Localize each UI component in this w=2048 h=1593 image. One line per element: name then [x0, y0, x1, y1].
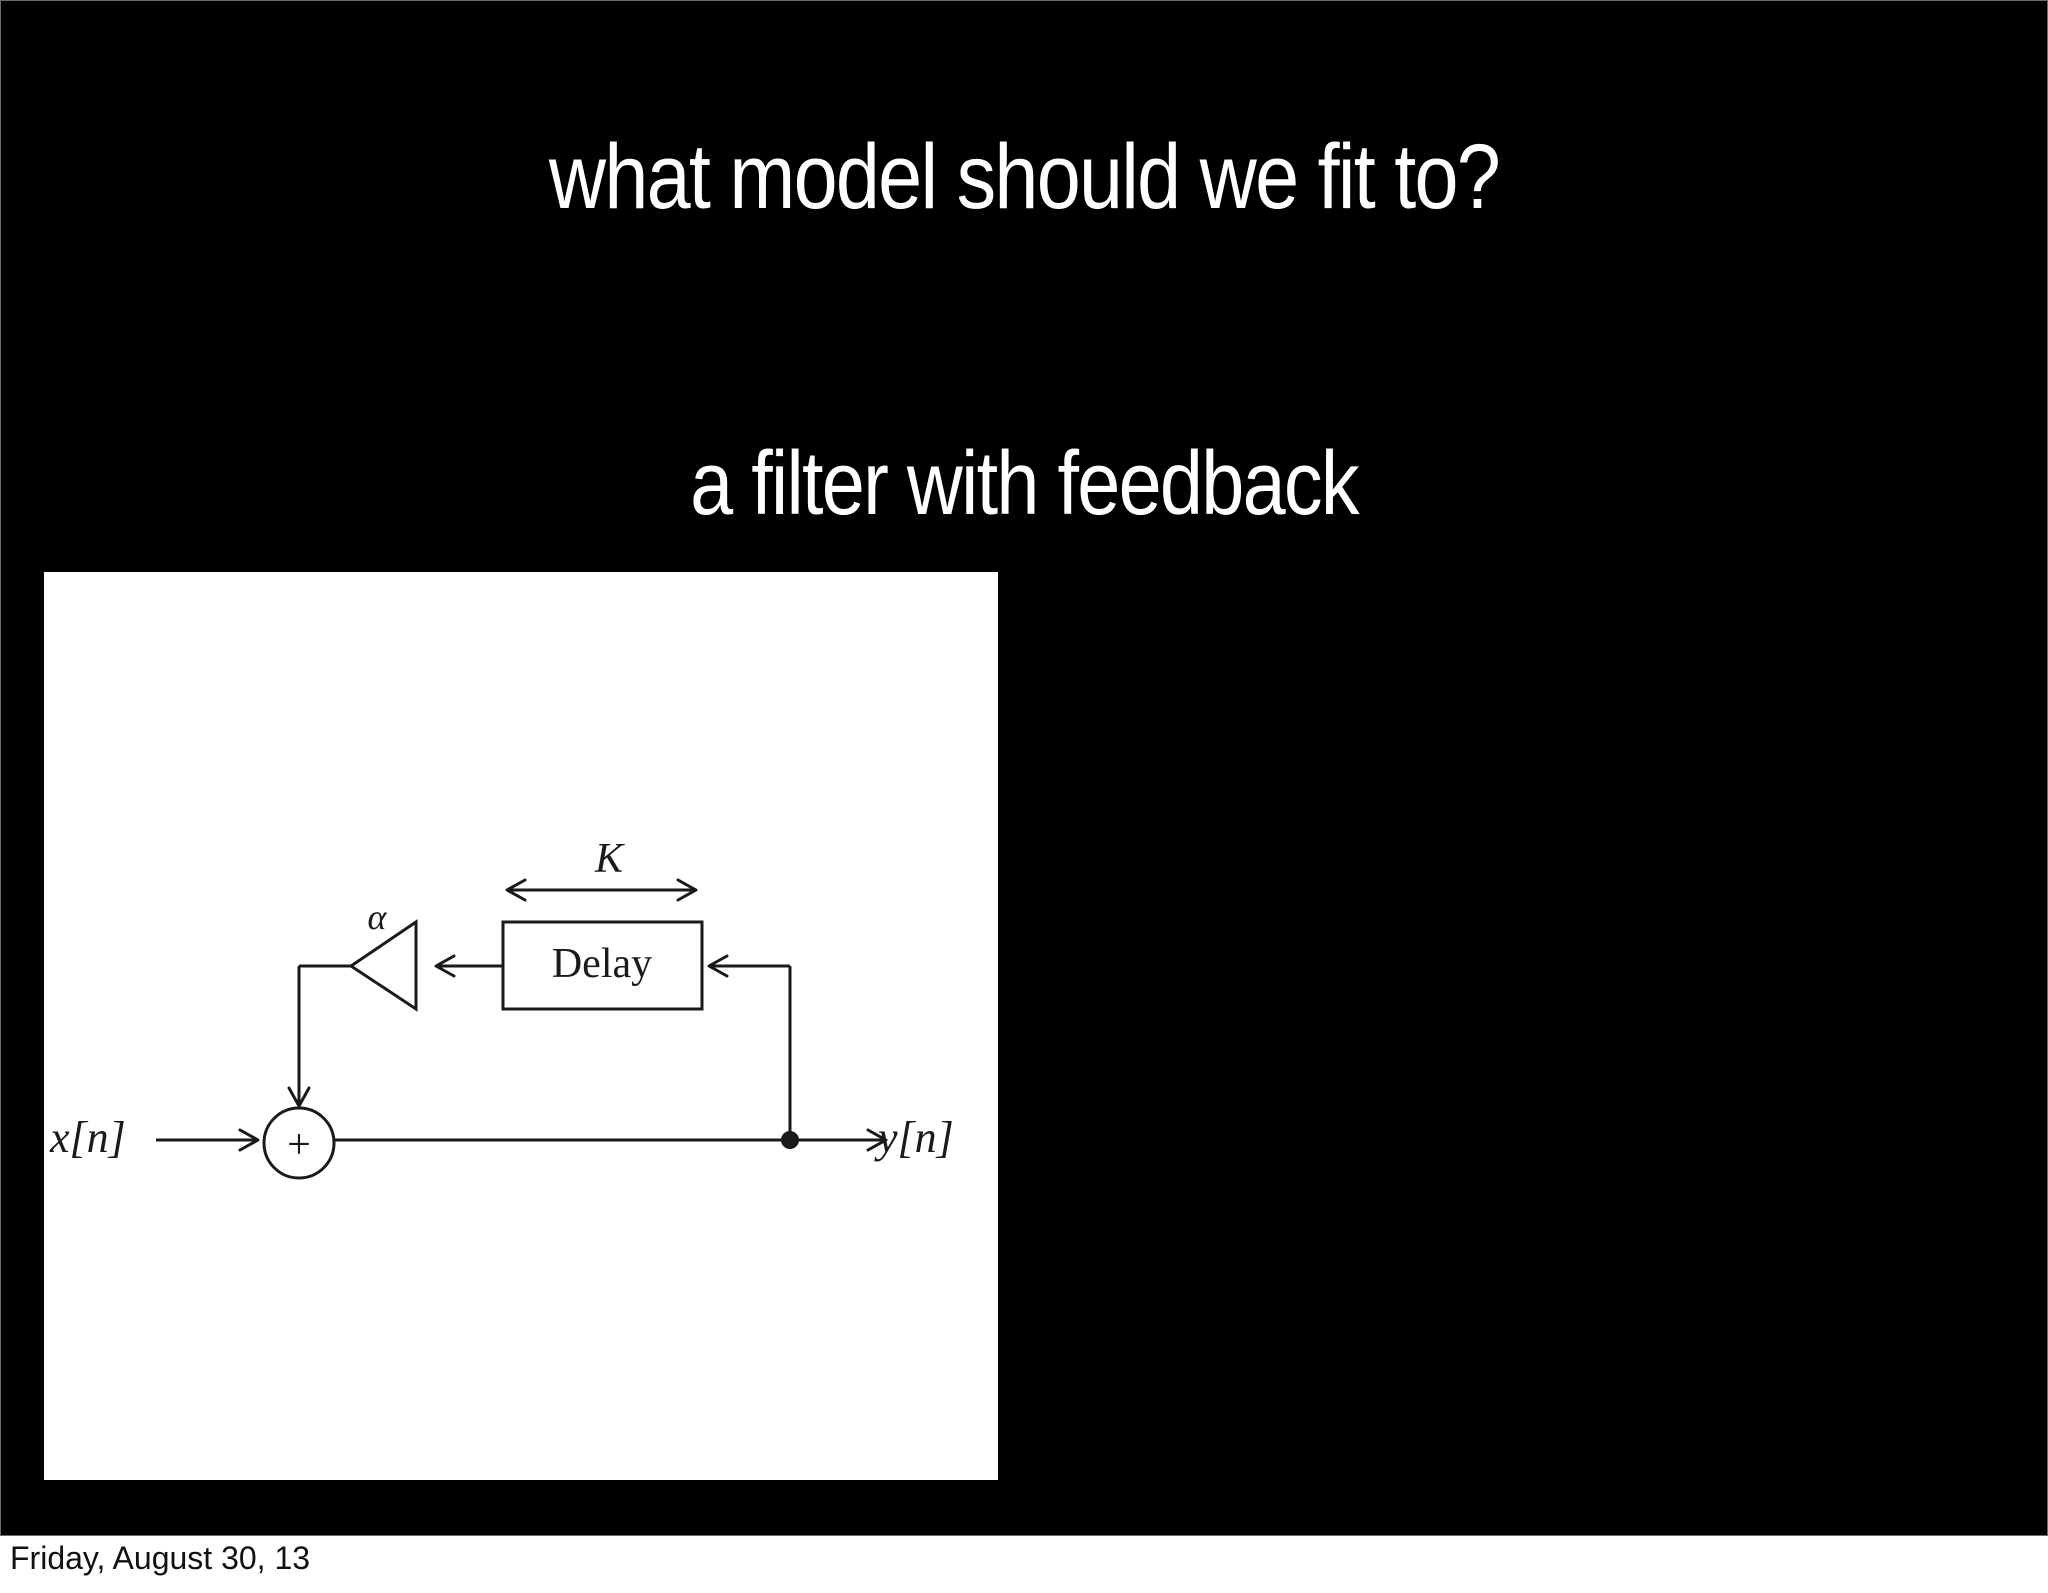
slide-title: what model should we fit to? [548, 126, 1501, 228]
delay-length-label: K [594, 836, 625, 882]
gain-label: α [368, 897, 388, 937]
delay-block-label: Delay [552, 941, 652, 987]
output-signal-label: y[n] [874, 1113, 954, 1162]
slide: what model should we fit to? a filter wi… [0, 0, 2048, 1536]
block-diagram-svg: x[n] + y[n] Delay K α [49, 836, 954, 1180]
gain-triangle [348, 919, 418, 1012]
input-signal-label: x[n] [49, 1113, 126, 1162]
adder-symbol: + [287, 1122, 311, 1168]
feedback-filter-diagram: x[n] + y[n] Delay K α [44, 572, 998, 1480]
footer-date: Friday, August 30, 13 [10, 1540, 311, 1576]
slide-subtitle: a filter with feedback [690, 434, 1359, 534]
adder-node [262, 1106, 336, 1180]
